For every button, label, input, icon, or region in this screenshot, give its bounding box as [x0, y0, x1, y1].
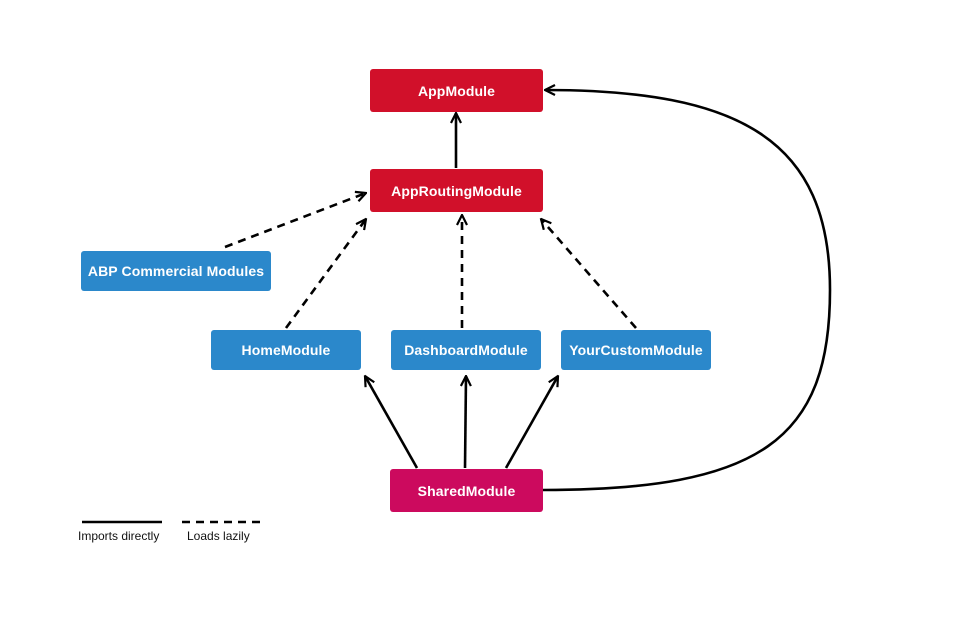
edge-shared-to-custom	[504, 376, 558, 469]
node-dashboard-module-label: DashboardModule	[404, 342, 528, 358]
legend-dashed-label: Loads lazily	[187, 529, 250, 543]
edge-custom-to-approuting	[541, 219, 637, 329]
edge-home-to-approuting	[284, 219, 366, 329]
node-abp-commercial-modules-label: ABP Commercial Modules	[87, 263, 265, 279]
node-shared-module[interactable]: SharedModule	[390, 469, 543, 512]
node-shared-module-label: SharedModule	[417, 482, 516, 499]
edge-shared-to-app	[542, 90, 832, 492]
legend-solid-label: Imports directly	[78, 529, 160, 543]
edge-shared-to-dashboard	[465, 376, 466, 469]
node-dashboard-module[interactable]: DashboardModule	[391, 330, 541, 370]
node-app-module-label: AppModule	[417, 82, 496, 99]
node-your-custom-module-label: YourCustomModule	[569, 342, 703, 358]
node-app-routing-module[interactable]: AppRoutingModule	[370, 169, 543, 212]
edge-shared-to-home	[365, 376, 419, 469]
node-app-module[interactable]: AppModule	[370, 69, 543, 112]
edge-abp-to-approuting	[224, 193, 366, 249]
node-your-custom-module[interactable]: YourCustomModule	[561, 330, 711, 370]
node-home-module[interactable]: HomeModule	[211, 330, 361, 370]
node-home-module-label: HomeModule	[241, 342, 331, 358]
node-app-routing-module-label: AppRoutingModule	[391, 182, 522, 199]
node-abp-commercial-modules[interactable]: ABP Commercial Modules	[81, 251, 271, 291]
